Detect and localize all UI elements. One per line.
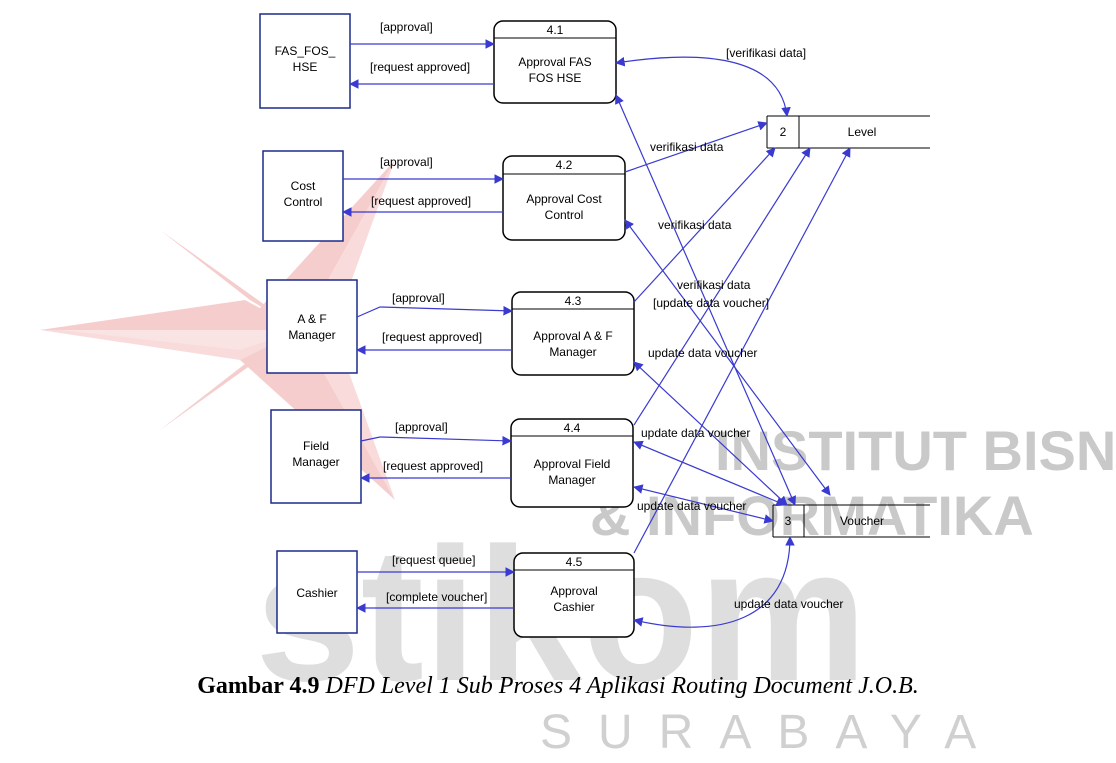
flow-label: [request queue] <box>392 553 475 567</box>
svg-text:Cashier: Cashier <box>296 586 337 600</box>
flow-label: verifikasi data <box>650 140 724 154</box>
watermark-line1: INSTITUT BISNIS <box>715 419 1116 482</box>
flow-label: [approval] <box>380 20 433 34</box>
caption-title: DFD Level 1 Sub Proses 4 Aplikasi Routin… <box>319 673 919 699</box>
flow-label: [approval] <box>380 155 433 169</box>
flow-label: [verifikasi data] <box>726 46 806 60</box>
flow-label: update data voucher <box>648 346 757 360</box>
svg-text:Level: Level <box>848 125 877 139</box>
flow-label: [complete voucher] <box>386 590 487 604</box>
svg-text:3: 3 <box>785 514 792 528</box>
svg-text:4.5: 4.5 <box>566 555 583 569</box>
figure-caption: Gambar 4.9 DFD Level 1 Sub Proses 4 Apli… <box>0 673 1116 700</box>
svg-text:4.2: 4.2 <box>556 158 573 172</box>
flow-label: verifikasi data <box>658 218 732 232</box>
svg-text:4.1: 4.1 <box>547 23 564 37</box>
flows-entities <box>342 39 515 613</box>
flow-label: update data voucher <box>641 426 750 440</box>
svg-text:4.3: 4.3 <box>565 294 582 308</box>
flow-label: [approval] <box>392 291 445 305</box>
flow-label: [approval] <box>395 420 448 434</box>
flow-label: [update data voucher] <box>653 296 769 310</box>
flow-labels: [approval] [request approved] [approval]… <box>370 20 843 611</box>
entity-fas-fos-hse: FAS_FOS_HSE <box>259 13 351 109</box>
svg-text:2: 2 <box>780 125 787 139</box>
flow-label: update data voucher <box>637 499 746 513</box>
flow-label: update data voucher <box>734 597 843 611</box>
flows-stores <box>615 56 851 628</box>
store-voucher: 3 Voucher <box>772 504 930 538</box>
entity-cashier: Cashier <box>276 550 358 634</box>
svg-text:4.4: 4.4 <box>564 421 581 435</box>
entity-label: FAS_FOS_HSE <box>275 44 336 74</box>
caption-number: Gambar 4.9 <box>197 673 320 699</box>
flow-label: verifikasi data <box>677 278 751 292</box>
svg-text:Voucher: Voucher <box>840 514 884 528</box>
flow-label: [request approved] <box>382 330 482 344</box>
flow-label: [request approved] <box>383 459 483 473</box>
watermark-city: SURABAYA <box>540 706 1003 759</box>
store-level: 2 Level <box>766 115 930 149</box>
flow-label: [request approved] <box>371 194 471 208</box>
flow-label: [request approved] <box>370 60 470 74</box>
